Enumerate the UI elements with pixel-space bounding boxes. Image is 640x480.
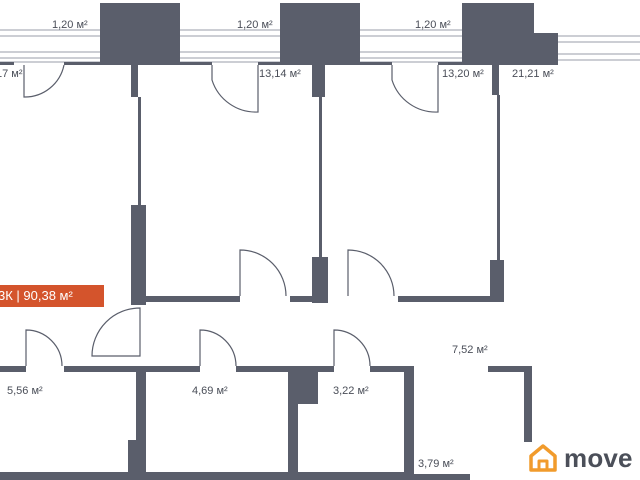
balcony-mid-area: 1,20 м²: [237, 19, 273, 31]
door-swings: [23, 64, 439, 367]
hall-area: 7,52 м²: [452, 344, 488, 356]
brand-logo[interactable]: move: [528, 440, 633, 476]
balcony-right-area: 1,20 м²: [415, 19, 451, 31]
wc-area: 3,22 м²: [333, 385, 369, 397]
storage-area: 3,79 м²: [418, 458, 454, 470]
balcony-left-area: 1,20 м²: [52, 19, 88, 31]
room-right-b-area: 21,21 м²: [512, 68, 554, 80]
bath-left-area: 5,56 м²: [7, 385, 43, 397]
room-mid-area: 13,14 м²: [259, 68, 301, 80]
apartment-label: 3К | 90,38 м²: [0, 288, 73, 303]
brand-name: move: [564, 442, 633, 473]
house-logo-icon: [529, 444, 557, 472]
apartment-badge: 3К | 90,38 м²: [0, 285, 104, 307]
room-right-a-area: 13,20 м²: [442, 68, 484, 80]
bath-mid-area: 4,69 м²: [192, 385, 228, 397]
room-left-top-area: 17 м²: [0, 68, 23, 80]
walls: [0, 3, 558, 480]
